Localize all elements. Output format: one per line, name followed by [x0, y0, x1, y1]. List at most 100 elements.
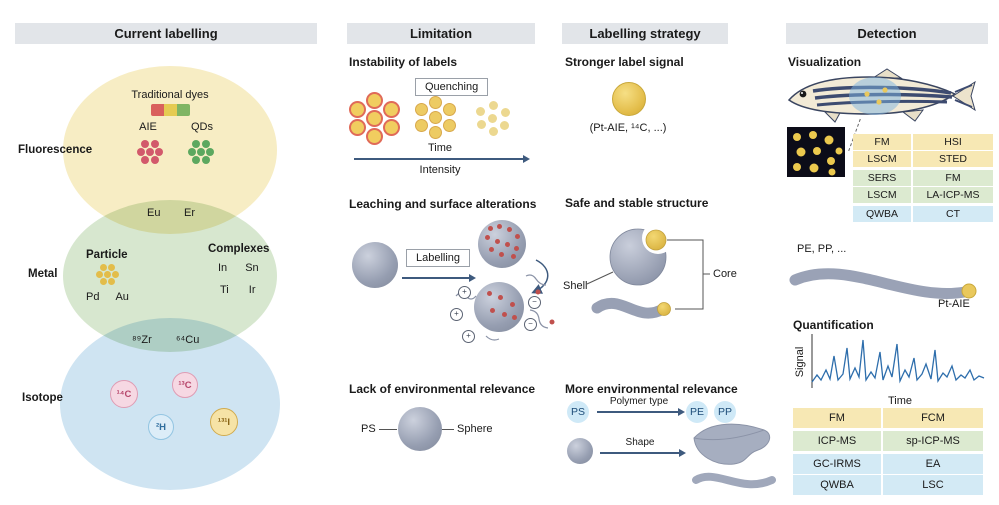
quant-table-row: QWBA LSC — [793, 475, 983, 495]
visualization-title: Visualization — [788, 55, 862, 69]
vis-cell: CT — [913, 206, 993, 222]
plus-charge-badge: + — [458, 286, 471, 299]
vis-cell: LSCM — [853, 187, 911, 203]
zebrafish-illustration — [787, 68, 976, 123]
signal-caption: (Pt-AIE, ¹⁴C, ...) — [589, 122, 667, 134]
pp-pill: PP — [714, 401, 736, 423]
label-fluorescence: Fluorescence — [18, 144, 93, 156]
ps-pill: PS — [567, 401, 589, 423]
isotope-c14-badge: ¹⁴C — [110, 380, 138, 408]
microscopy-dots-icon — [793, 131, 843, 176]
quant-cell: LSC — [883, 475, 983, 495]
dye-swatch-yellow — [164, 104, 177, 116]
aie-label: AIE — [139, 121, 157, 133]
microscopy-image — [787, 127, 845, 177]
shape-label: Shape — [625, 437, 655, 448]
core-label: Core — [713, 268, 737, 280]
aie-dot-cluster-icon — [146, 148, 154, 156]
quench-cluster-strong-icon — [368, 112, 381, 125]
plus-charge-badge: + — [462, 330, 475, 343]
eu-label: Eu — [147, 207, 161, 219]
ti-label: Ti — [220, 284, 229, 296]
vis-table-row: LSCM LA-ICP-MS — [853, 187, 993, 203]
vis-cell: STED — [913, 151, 993, 167]
header-limitation: Limitation — [347, 23, 535, 44]
header-detection: Detection — [786, 23, 988, 44]
shape-sphere-icon — [567, 438, 593, 464]
shell-core-diagram — [586, 222, 710, 319]
vis-table-row: QWBA CT — [853, 206, 993, 222]
header-current-labelling: Current labelling — [15, 23, 317, 44]
quant-cell: ICP-MS — [793, 431, 881, 451]
ps-sphere-icon — [398, 407, 442, 451]
quant-table-row: ICP-MS sp-ICP-MS — [793, 431, 983, 451]
label-dots-icon — [488, 226, 493, 231]
minus-charge-badge: − — [524, 318, 537, 331]
stronger-signal-title: Stronger label signal — [565, 55, 684, 69]
quant-cell: FM — [793, 408, 881, 428]
time-intensity-arrow — [354, 155, 530, 163]
quant-cell: QWBA — [793, 475, 881, 495]
quant-cell: GC-IRMS — [793, 454, 881, 474]
quantification-title: Quantification — [793, 318, 874, 332]
quant-cell: sp-ICP-MS — [883, 431, 983, 451]
time-label: Time — [427, 142, 453, 154]
lack-relevance-title: Lack of environmental relevance — [349, 382, 536, 396]
vis-cell: SERS — [853, 170, 911, 186]
pt-aie-label: Pt-AIE — [938, 298, 970, 310]
stable-structure-title: Safe and stable structure — [565, 196, 709, 210]
dye-swatch-icon — [151, 104, 190, 116]
dye-swatch-red — [151, 104, 164, 116]
labelling-box: Labelling — [406, 249, 471, 267]
er-label: Er — [184, 207, 195, 219]
complexes-row-2: Ti Ir — [220, 284, 256, 296]
vis-cell: FM — [853, 134, 911, 150]
strong-label-ball-icon — [612, 82, 646, 116]
complexes-row-1: In Sn — [218, 262, 259, 274]
quant-table-row: FM FCM — [793, 408, 983, 428]
quenching-box: Quenching — [415, 78, 489, 96]
vis-cell: FM — [913, 170, 993, 186]
shapes-result-icon — [692, 423, 776, 489]
traditional-dyes-label: Traditional dyes — [131, 89, 209, 101]
time-axis-label: Time — [887, 395, 913, 407]
altered-sphere-icon — [474, 282, 524, 332]
pe-pill: PE — [686, 401, 708, 423]
vis-table-row: SERS FM — [853, 170, 993, 186]
remaining-dots-icon — [487, 291, 492, 296]
venn-ellipse-isotope — [60, 318, 280, 490]
ps-connector-line — [379, 429, 397, 430]
vis-cell: LA-ICP-MS — [913, 187, 993, 203]
quant-cell: EA — [883, 454, 983, 474]
particle-label: Particle — [86, 249, 128, 261]
sphere-label: Sphere — [457, 423, 493, 435]
isotope-i131-badge: ¹³¹I — [210, 408, 238, 436]
intensity-label: Intensity — [419, 164, 461, 176]
dye-swatch-green — [177, 104, 190, 116]
isotope-h2-badge: ²H — [148, 414, 174, 440]
complexes-label: Complexes — [208, 243, 270, 255]
shell-label: Shell — [563, 280, 588, 292]
zr89-label: ⁸⁹Zr — [132, 334, 152, 346]
signal-trace-chart — [811, 334, 985, 388]
in-label: In — [218, 262, 228, 274]
polymer-type-arrow — [597, 408, 685, 416]
sn-label: Sn — [245, 262, 259, 274]
leaching-title: Leaching and surface alterations — [349, 197, 537, 211]
pd-label: Pd — [86, 291, 100, 303]
vis-table-row: LSCM STED — [853, 151, 993, 167]
sphere-connector-line — [442, 429, 454, 430]
plain-sphere-icon — [352, 242, 398, 288]
qds-dot-cluster-icon — [197, 148, 205, 156]
cu64-label: ⁶⁴Cu — [176, 334, 200, 346]
quench-cluster-weak-icon — [488, 114, 497, 123]
fiber-materials-label: PE, PP, ... — [797, 243, 847, 255]
vis-cell: QWBA — [853, 206, 911, 222]
ps-label: PS — [361, 423, 376, 435]
au-label: Au — [115, 291, 129, 303]
shape-arrow — [600, 449, 686, 457]
quant-table-row: GC-IRMS EA — [793, 454, 983, 474]
labelling-arrow — [402, 274, 476, 282]
isotope-c13-badge: ¹³C — [172, 372, 198, 398]
